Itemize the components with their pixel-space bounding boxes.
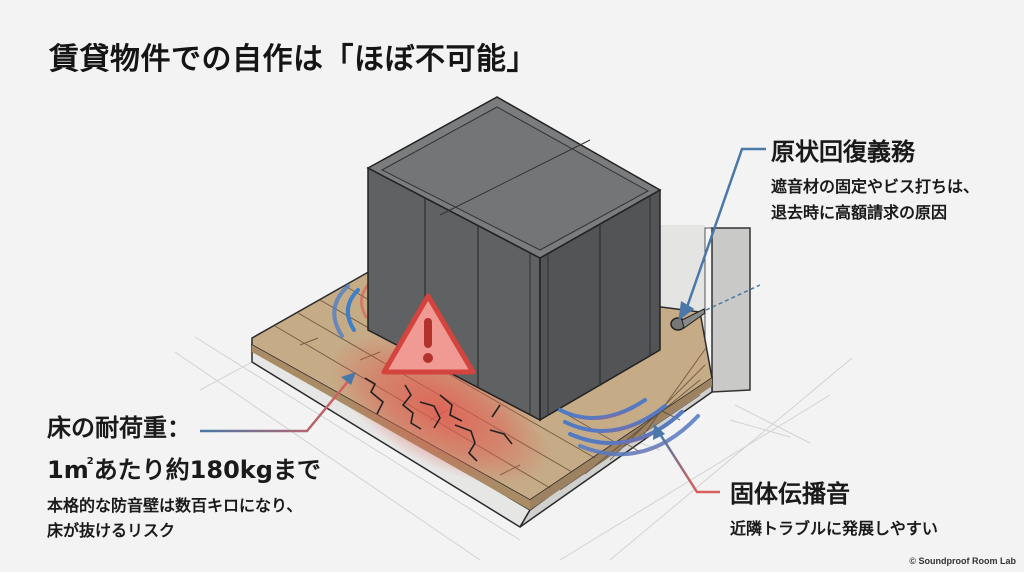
ground-grid	[174, 336, 853, 561]
callout-body: 遮音材の固定やビス打ちは、 退去時に高額請求の原因	[771, 174, 979, 226]
page-title: 賃貸物件での自作は「ほぼ不可能」	[49, 42, 537, 77]
warning-triangle-icon	[381, 293, 476, 375]
callout-body-line: 退去時に高額請求の原因	[771, 203, 948, 222]
callout-body-line: 近隣トラブルに発展しやすい	[730, 519, 938, 538]
load-unit-superscript: 2	[86, 456, 94, 467]
load-value-unit: 1m	[47, 456, 89, 484]
callout-body-line: 本格的な防音壁は数百キロになり、	[47, 496, 303, 515]
callout-body: 近隣トラブルに発展しやすい	[730, 516, 938, 542]
crack-icon	[364, 377, 513, 462]
soundproof-box	[366, 96, 662, 422]
sound-wave-icon	[332, 283, 370, 338]
callout-body-line: 遮音材の固定やビス打ちは、	[771, 177, 980, 196]
callout-body-line: 床が抜けるリスク	[47, 521, 176, 540]
wall	[655, 225, 751, 400]
callout-body: 本格的な防音壁は数百キロになり、 床が抜けるリスク	[47, 493, 321, 543]
load-value-text: あたり約180kgまで	[93, 456, 321, 484]
callout-heading-line2: 1m2あたり約180kgまで	[47, 445, 321, 487]
callout-restore-obligation: 原状回復義務 遮音材の固定やビス打ちは、 退去時に高額請求の原因	[771, 136, 979, 226]
callout-floor-load: 床の耐荷重： 1m2あたり約180kgまで 本格的な防音壁は数百キロになり、 床…	[47, 411, 321, 543]
callout-line-restore	[678, 147, 766, 321]
callout-line-load	[200, 372, 356, 433]
credit-text: © Soundproof Room Lab	[909, 556, 1016, 566]
callout-heading: 固体伝播音	[730, 480, 850, 508]
screw-icon	[670, 284, 761, 331]
callout-line-sound	[653, 424, 720, 494]
sound-wave-icon	[558, 398, 700, 457]
callout-structure-borne-sound: 固体伝播音 近隣トラブルに発展しやすい	[730, 478, 938, 542]
callout-heading: 原状回復義務	[771, 138, 915, 166]
callout-heading: 床の耐荷重：	[47, 414, 191, 442]
